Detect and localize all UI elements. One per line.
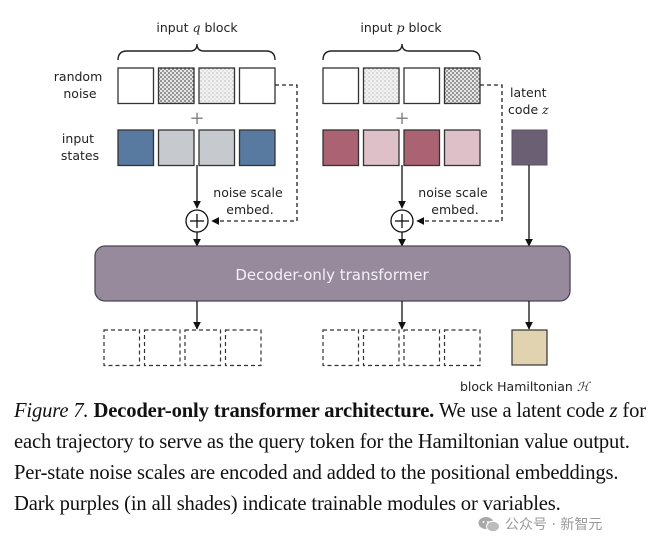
q-noise-box-dense bbox=[157, 67, 195, 105]
p-output-box bbox=[443, 329, 481, 367]
p-state-box-light bbox=[443, 129, 481, 167]
latent-code-box bbox=[511, 129, 548, 166]
p-noise-box-dense bbox=[443, 67, 481, 105]
wechat-icon bbox=[478, 516, 500, 533]
p-noise-row bbox=[322, 67, 481, 105]
q-output-box bbox=[184, 329, 222, 367]
p-output-box bbox=[362, 329, 400, 367]
p-state-box-dark bbox=[403, 129, 441, 167]
q-output-row bbox=[103, 329, 262, 367]
hamiltonian-box bbox=[511, 329, 548, 366]
q-states-row bbox=[117, 129, 276, 167]
q-noise-box-none bbox=[238, 67, 276, 105]
figure-title: Decoder-only transformer architecture. bbox=[93, 400, 435, 422]
p-state-box-dark bbox=[322, 129, 360, 167]
p-output-box bbox=[322, 329, 360, 367]
latent-code-label: latent code z bbox=[508, 85, 551, 117]
q-plus-sign: + bbox=[189, 108, 204, 129]
q-output-box bbox=[224, 329, 262, 367]
p-output-box bbox=[403, 329, 441, 367]
p-noise-scale-path bbox=[416, 84, 503, 225]
p-block-label: input p block bbox=[360, 20, 442, 35]
q-block-label: input q block bbox=[156, 20, 238, 35]
q-noise-box-light bbox=[198, 67, 236, 105]
p-noise-box-none bbox=[322, 67, 360, 105]
q-add-node bbox=[185, 209, 209, 233]
p-state-box-light bbox=[362, 129, 400, 167]
q-state-box-light bbox=[157, 129, 195, 167]
random-noise-label: random noise bbox=[54, 69, 106, 101]
q-noise-box-none bbox=[117, 67, 155, 105]
watermark: 公众号 · 新智元 bbox=[478, 514, 602, 534]
q-block-brace bbox=[117, 43, 276, 61]
q-noise-scale-path bbox=[211, 84, 298, 225]
watermark-text: 公众号 · 新智元 bbox=[505, 517, 603, 533]
input-states-label: input states bbox=[61, 131, 99, 163]
q-state-box-dark bbox=[117, 129, 155, 167]
q-noise-row bbox=[117, 67, 276, 105]
p-noise-scale-label: noise scale embed. bbox=[418, 185, 491, 217]
p-noise-box-none bbox=[403, 67, 441, 105]
caption-text-2: for each trajectory to serve as the quer… bbox=[14, 400, 646, 515]
q-state-box-light bbox=[198, 129, 236, 167]
architecture-diagram: input q block input p block random noise… bbox=[54, 20, 592, 394]
figure-number: Figure 7. bbox=[14, 400, 89, 422]
figure-caption: Figure 7. Decoder-only transformer archi… bbox=[14, 396, 650, 520]
caption-z: z bbox=[609, 400, 618, 422]
p-plus-sign: + bbox=[394, 108, 409, 129]
q-noise-scale-label: noise scale embed. bbox=[213, 185, 286, 217]
decoder-transformer-block bbox=[94, 245, 571, 302]
p-block-brace bbox=[322, 43, 481, 61]
q-output-box bbox=[143, 329, 181, 367]
hamiltonian-label: block Hamiltonian ℋ bbox=[460, 379, 592, 394]
p-add-node bbox=[390, 209, 414, 233]
p-states-row bbox=[322, 129, 481, 167]
caption-text-1: We use a latent code bbox=[434, 400, 610, 422]
q-state-box-dark bbox=[238, 129, 276, 167]
p-noise-box-light bbox=[362, 67, 400, 105]
q-output-box bbox=[103, 329, 141, 367]
transformer-label: Decoder-only transformer bbox=[235, 266, 429, 284]
p-output-row bbox=[322, 329, 481, 367]
